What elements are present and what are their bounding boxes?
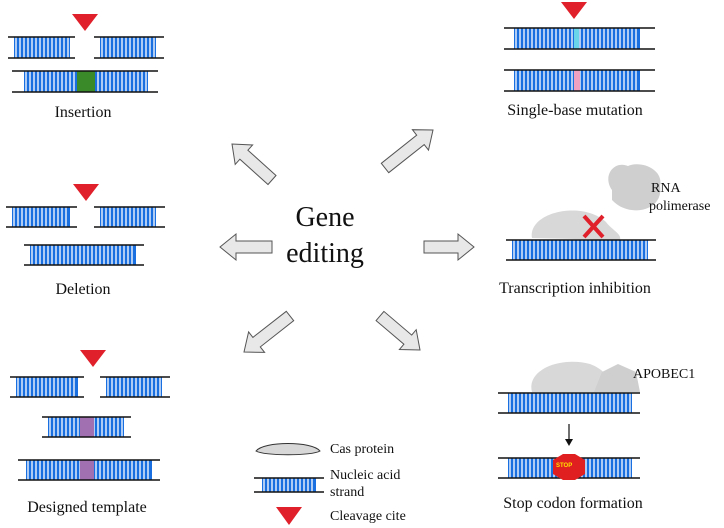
legend-cleavage-label: Cleavage cite bbox=[330, 509, 406, 524]
center-title-line2: editing bbox=[286, 238, 364, 269]
template-strand-right bbox=[100, 376, 170, 398]
single-base-strand-bottom bbox=[504, 69, 655, 92]
template-strand-left bbox=[10, 376, 84, 398]
template-edited-strand bbox=[18, 459, 160, 481]
legend-cleavage-icon bbox=[276, 507, 302, 525]
template-donor-strand bbox=[42, 416, 131, 438]
deletion-strand-joined bbox=[24, 244, 144, 266]
arrow-to-deletion bbox=[219, 232, 273, 262]
base-pairs bbox=[12, 207, 70, 227]
stop-down-arrow-head bbox=[565, 439, 573, 446]
mutated-base-top bbox=[574, 28, 579, 49]
single-base-strand-top bbox=[504, 27, 655, 50]
base-pairs bbox=[16, 377, 78, 397]
stop-sign-icon bbox=[553, 454, 585, 480]
single-base-mutation-label: Single-base mutation bbox=[507, 102, 643, 119]
cas-protein-shape bbox=[531, 210, 621, 240]
base-pairs bbox=[100, 37, 156, 58]
rna-polymerase-label-line2: polimerase bbox=[649, 199, 711, 214]
stop-codon-text: STOP bbox=[556, 463, 573, 469]
arrow-to-single-base bbox=[380, 129, 434, 174]
base-pairs bbox=[100, 207, 156, 227]
transcription-strand bbox=[506, 239, 656, 261]
apobec1-shape bbox=[594, 364, 640, 392]
stop-cas-protein-shape bbox=[531, 361, 612, 392]
deletion-cleavage-icon bbox=[73, 184, 99, 201]
apobec1-label: APOBEC1 bbox=[633, 367, 696, 382]
arrow-to-insertion bbox=[231, 143, 277, 186]
legend-cas-protein-icon bbox=[255, 443, 321, 456]
insertion-label: Insertion bbox=[54, 104, 112, 121]
base-pairs bbox=[106, 377, 162, 397]
insertion-strand-left bbox=[8, 36, 75, 59]
designed-template-label: Designed template bbox=[27, 499, 147, 516]
rna-polymerase-shape bbox=[608, 164, 661, 211]
inhibition-cross-b bbox=[582, 214, 605, 239]
arrow-to-transcription bbox=[423, 232, 475, 262]
base-pairs bbox=[14, 37, 70, 58]
rna-polymerase-label-line1: RNA bbox=[651, 181, 681, 196]
transcription-inhibition-label: Transcription inhibition bbox=[499, 280, 651, 297]
arrow-to-stop-codon bbox=[375, 310, 421, 351]
legend-cas-protein-label: Cas protein bbox=[330, 442, 395, 457]
single-base-cleavage-icon bbox=[561, 2, 587, 19]
mutated-base-bottom bbox=[574, 70, 580, 91]
legend-nucleic-acid-icon bbox=[254, 477, 324, 493]
center-title: Gene editing bbox=[270, 200, 380, 272]
deletion-label: Deletion bbox=[55, 281, 111, 298]
stop-codon-formation-label: Stop codon formation bbox=[503, 495, 643, 512]
deletion-strand-right bbox=[94, 206, 165, 228]
legend-nucleic-acid-label-line2: strand bbox=[330, 485, 365, 500]
legend-nucleic-acid-label-line1: Nucleic acid bbox=[330, 468, 401, 483]
insertion-cleavage-icon bbox=[72, 14, 98, 31]
center-title-line1: Gene bbox=[295, 202, 355, 233]
arrow-to-template bbox=[243, 310, 295, 353]
insertion-strand-joined bbox=[12, 70, 158, 93]
inserted-bases bbox=[77, 71, 95, 92]
base-pairs bbox=[512, 240, 648, 260]
deletion-strand-left bbox=[6, 206, 77, 228]
stop-strand-top bbox=[498, 392, 640, 414]
template-cleavage-icon bbox=[80, 350, 106, 367]
insertion-strand-right bbox=[94, 36, 164, 59]
edited-insert-bases bbox=[80, 460, 94, 480]
template-insert-bases bbox=[80, 417, 94, 437]
